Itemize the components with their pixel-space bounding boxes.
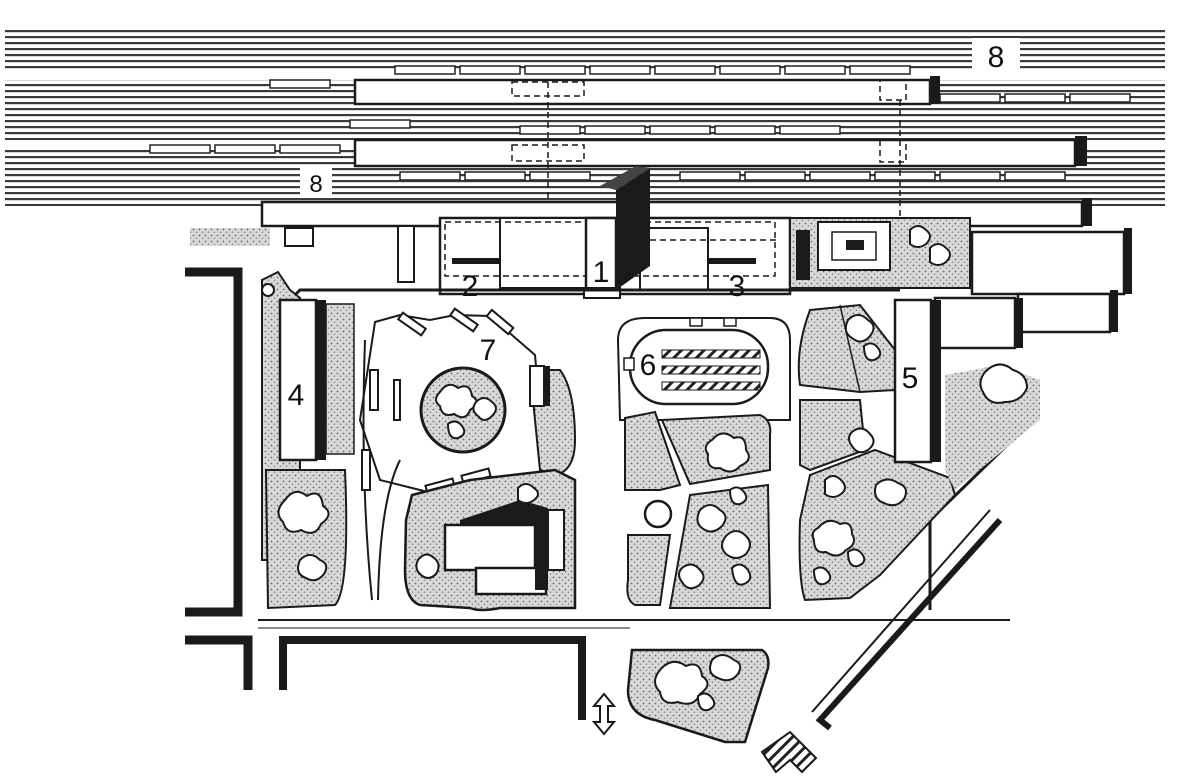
label-east-building: 5 xyxy=(902,362,919,395)
label-tracks-mid: 8 xyxy=(309,171,322,198)
tree-cluster-office xyxy=(415,483,539,579)
east-building: 5 xyxy=(797,225,1040,602)
hatched-arrow-icon xyxy=(760,730,818,774)
south-garden xyxy=(626,648,770,744)
tree-cluster-east xyxy=(678,432,752,590)
central-square: 7 xyxy=(358,307,577,601)
tree-cluster-west xyxy=(277,490,330,582)
railway-tracks: 8 8 xyxy=(5,30,1165,260)
label-tracks-top: 8 xyxy=(988,41,1005,74)
tree-cluster-far-east xyxy=(811,225,1029,586)
label-west-building: 4 xyxy=(288,379,305,412)
station-building: 1 2 3 xyxy=(190,166,1132,350)
label-parking: 6 xyxy=(640,349,657,382)
parking-rows xyxy=(661,349,761,391)
label-station-building: 1 xyxy=(593,256,610,289)
tree-cluster-square xyxy=(435,383,497,440)
label-left-wing: 2 xyxy=(462,270,479,303)
label-right-wing: 3 xyxy=(729,270,746,303)
west-building: 4 xyxy=(261,270,355,610)
double-arrow-vertical-icon xyxy=(591,692,617,736)
label-central-square: 7 xyxy=(480,334,497,367)
parking-and-gardens: 6 xyxy=(616,317,791,609)
office-block xyxy=(403,468,577,612)
